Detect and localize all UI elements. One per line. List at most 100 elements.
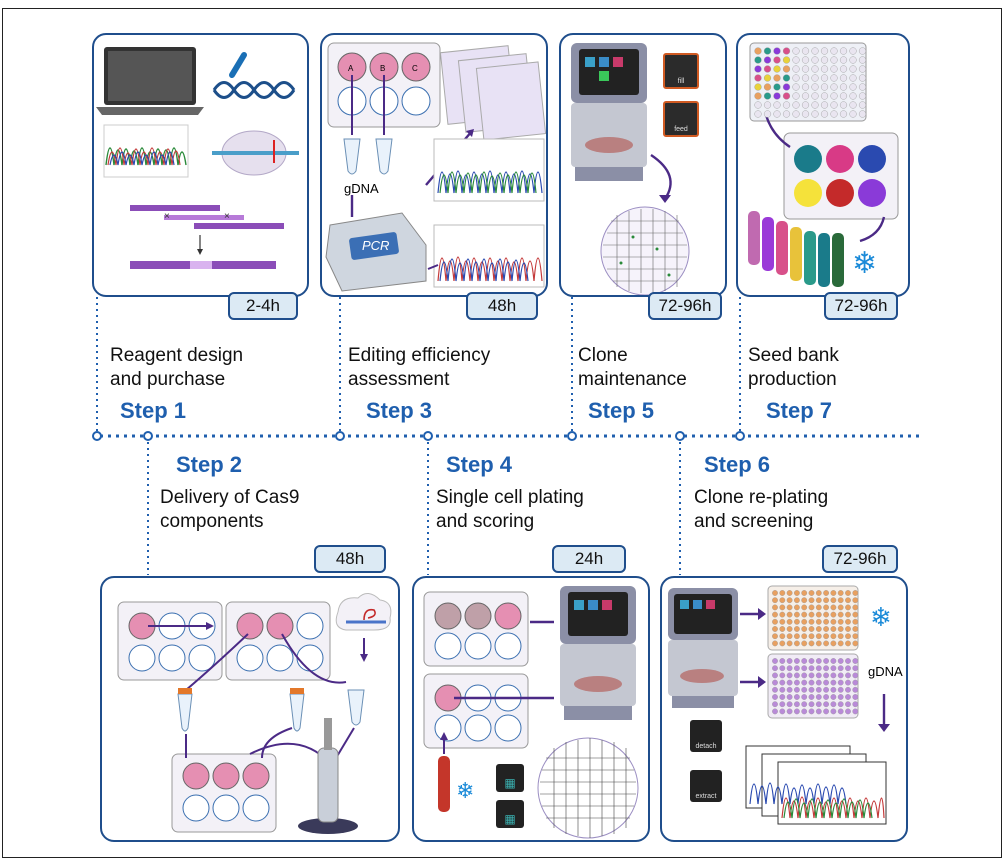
plate-well bbox=[754, 74, 762, 82]
plate-well bbox=[815, 665, 822, 672]
feed-button-icon: feed bbox=[663, 101, 699, 137]
plate-well bbox=[830, 665, 837, 672]
step4-time-badge: 24h bbox=[552, 545, 626, 573]
plate-well bbox=[823, 701, 830, 708]
plate-well bbox=[815, 633, 822, 640]
step2-illustration bbox=[117, 593, 392, 834]
step1-label: Step 1 bbox=[120, 398, 187, 423]
plate-well bbox=[772, 640, 778, 647]
plate-well bbox=[808, 590, 815, 596]
plate-well bbox=[786, 604, 793, 611]
plate-well bbox=[820, 47, 829, 55]
plate-well bbox=[837, 679, 844, 686]
plate-well bbox=[801, 101, 810, 109]
plate-well bbox=[782, 110, 791, 118]
plate-well bbox=[754, 56, 762, 64]
plate-well bbox=[793, 665, 800, 672]
plate-well bbox=[815, 640, 822, 647]
plate-well bbox=[823, 597, 830, 604]
plate-well bbox=[772, 604, 778, 611]
plate-well bbox=[815, 597, 822, 604]
plate-well bbox=[852, 708, 859, 715]
plate-well bbox=[754, 101, 762, 109]
plate-well bbox=[801, 626, 808, 632]
plate-well bbox=[808, 679, 815, 686]
plate-well bbox=[773, 92, 781, 100]
plate-well bbox=[801, 658, 808, 664]
plate-well bbox=[837, 604, 844, 611]
plate-well bbox=[779, 640, 786, 647]
plate-well bbox=[773, 47, 781, 55]
plate-well bbox=[852, 658, 859, 664]
step1-illustration: × × bbox=[96, 47, 299, 269]
plate-well bbox=[786, 708, 793, 715]
plate-well bbox=[801, 633, 808, 640]
plate-well bbox=[779, 701, 786, 708]
plate-well bbox=[773, 83, 781, 91]
plate-well bbox=[782, 47, 791, 55]
plate-well bbox=[793, 672, 800, 679]
plate-well bbox=[830, 101, 838, 109]
plate-well bbox=[815, 701, 822, 708]
plate-well bbox=[820, 56, 829, 64]
plate-well bbox=[830, 694, 837, 700]
plate-well bbox=[808, 694, 815, 700]
plate-well bbox=[793, 604, 800, 611]
plate-well bbox=[808, 658, 815, 664]
plate-well bbox=[773, 101, 781, 109]
plate-well bbox=[837, 686, 844, 693]
plate-well bbox=[815, 611, 822, 618]
plate-well bbox=[801, 701, 808, 708]
plate-well bbox=[801, 83, 810, 91]
plate-well bbox=[754, 110, 762, 118]
step5-label: Step 5 bbox=[588, 398, 655, 423]
step5-illustration bbox=[571, 43, 690, 295]
plate-well bbox=[808, 708, 815, 715]
plate-well bbox=[837, 611, 844, 618]
plate-button-icon: ▦ bbox=[496, 800, 524, 828]
plate-well bbox=[815, 626, 822, 632]
plate-well bbox=[779, 590, 786, 596]
plate-well bbox=[793, 590, 800, 596]
timeline-node-3 bbox=[335, 431, 345, 441]
plate-well bbox=[811, 74, 819, 82]
plate-well bbox=[763, 92, 772, 100]
plate-well bbox=[815, 590, 822, 596]
step5-description: Clone maintenance bbox=[578, 345, 687, 390]
step5-time-badge: 72-96h bbox=[648, 292, 722, 320]
step6-description: Clone re-plating and screening bbox=[694, 487, 829, 532]
plate-well bbox=[837, 701, 844, 708]
plate-well bbox=[830, 708, 837, 715]
fill-button-icon: fill bbox=[663, 53, 699, 89]
plate-well bbox=[830, 590, 837, 596]
step6-illustration: ❄ bbox=[668, 585, 892, 825]
plate-well bbox=[852, 694, 859, 700]
step1-panel: × × bbox=[92, 33, 309, 297]
plate-well bbox=[858, 47, 867, 55]
plate-well bbox=[845, 597, 851, 604]
plate-well bbox=[786, 597, 793, 604]
plate-well bbox=[811, 92, 819, 100]
plate-well bbox=[808, 672, 815, 679]
plate-well bbox=[815, 708, 822, 715]
plate-well bbox=[782, 56, 791, 64]
plate-well bbox=[845, 708, 851, 715]
step4-description: Single cell plating and scoring bbox=[436, 487, 584, 532]
timeline-node-7 bbox=[735, 431, 745, 441]
plate-well bbox=[786, 672, 793, 679]
plate-well bbox=[801, 47, 810, 55]
plate-well bbox=[830, 47, 838, 55]
plate-well bbox=[793, 679, 800, 686]
plate-well bbox=[811, 110, 819, 118]
svg-text:C: C bbox=[412, 64, 418, 73]
plate-well bbox=[772, 665, 778, 672]
plate-well bbox=[852, 640, 859, 647]
plate-well bbox=[837, 640, 844, 647]
plate-well bbox=[801, 611, 808, 618]
plate-well bbox=[858, 56, 867, 64]
step3-description: Editing efficiency assessment bbox=[348, 345, 491, 390]
plate-well bbox=[849, 47, 857, 55]
plate-well bbox=[792, 110, 800, 118]
plate-well bbox=[786, 618, 793, 625]
plate-well bbox=[820, 65, 829, 73]
